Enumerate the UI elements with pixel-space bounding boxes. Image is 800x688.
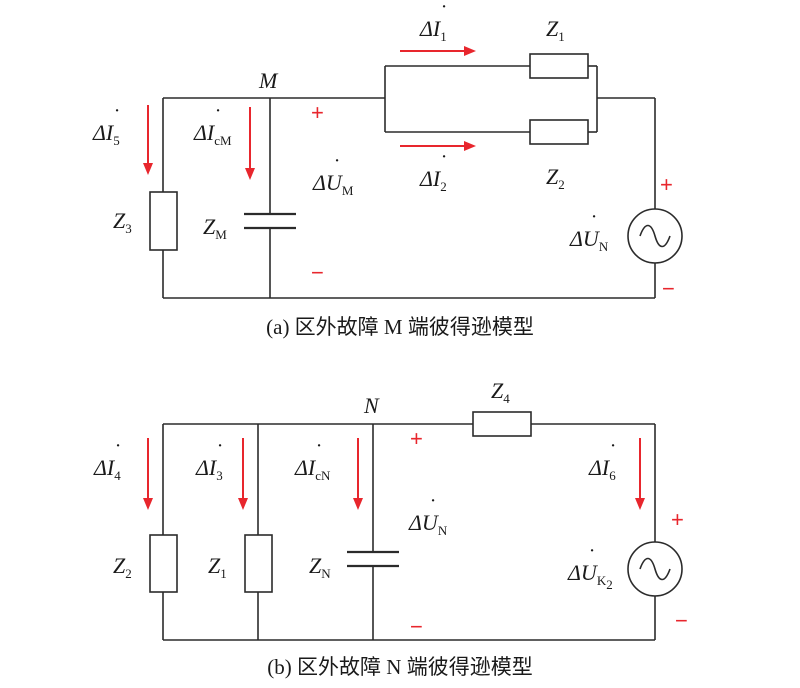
a-label-i2: ΔI2 xyxy=(419,166,447,194)
a-arrow-i5-head xyxy=(143,163,153,175)
diagram-a: + − + − M ΔI1 ˙ ΔI2 ˙ ΔI5 ˙ ΔIcM ˙ ΔUM ˙… xyxy=(92,0,683,339)
b-un-plus: + xyxy=(410,426,423,451)
a-label-i5-dot: ˙ xyxy=(112,104,119,129)
a-label-i5: ΔI5 xyxy=(92,120,120,148)
a-label-un-dot: ˙ xyxy=(589,210,596,235)
b-label-icn-dot: ˙ xyxy=(314,439,321,464)
b-label-uk2: ΔUK2 xyxy=(567,560,613,592)
a-label-icm-dot: ˙ xyxy=(213,104,220,129)
b-un-minus: − xyxy=(410,614,423,639)
a-caption: (a) 区外故障 M 端彼得逊模型 xyxy=(266,315,534,339)
a-un-plus: + xyxy=(660,172,673,197)
b-label-i4: ΔI4 xyxy=(93,455,121,483)
a-label-icm: ΔIcM xyxy=(193,120,232,148)
a-label-i2-dot: ˙ xyxy=(439,150,446,175)
a-um-minus: − xyxy=(311,260,324,285)
a-z3-resistor xyxy=(149,191,178,251)
b-label-uk2-dot: ˙ xyxy=(587,544,594,569)
b-node-label: N xyxy=(363,393,380,418)
a-um-plus: + xyxy=(311,100,324,125)
a-arrow-i1-head xyxy=(464,46,476,56)
b-source-sine-icon xyxy=(639,557,671,581)
b-arrow-icn-head xyxy=(353,498,363,510)
b-label-zn: ZN xyxy=(309,553,331,581)
a-label-z2: Z2 xyxy=(546,164,565,192)
a-arrow-i2-head xyxy=(464,141,476,151)
b-label-un: ΔUN xyxy=(408,510,448,538)
b-uk2-minus: − xyxy=(675,608,688,633)
b-z2-resistor xyxy=(149,534,178,593)
a-label-zm: ZM xyxy=(203,214,227,242)
a-node-label: M xyxy=(258,68,279,93)
a-label-um: ΔUM xyxy=(312,170,354,198)
b-label-i6: ΔI6 xyxy=(588,455,616,483)
b-label-z2: Z2 xyxy=(113,553,132,581)
a-label-un: ΔUN xyxy=(569,226,609,254)
a-un-minus: − xyxy=(662,276,675,301)
b-caption: (b) 区外故障 N 端彼得逊模型 xyxy=(267,655,532,679)
b-label-un-dot: ˙ xyxy=(428,494,435,519)
a-source-sine-icon xyxy=(639,224,671,248)
b-arrow-i4-head xyxy=(143,498,153,510)
a-label-z1: Z1 xyxy=(546,16,565,44)
b-z4-resistor xyxy=(472,411,532,437)
a-z2-resistor xyxy=(529,119,589,145)
a-label-i1-dot: ˙ xyxy=(439,0,446,25)
a-label-um-dot: ˙ xyxy=(332,154,339,179)
b-uk2-plus: + xyxy=(671,507,684,532)
b-label-icn: ΔIcN xyxy=(294,455,331,483)
b-label-z4: Z4 xyxy=(491,378,510,406)
b-label-i3-dot: ˙ xyxy=(215,439,222,464)
a-z1-resistor xyxy=(529,53,589,79)
diagram-b: + − + − N Z4 ΔI4 ˙ ΔI3 ˙ ΔIcN ˙ ΔI6 ˙ ΔU… xyxy=(93,378,688,679)
a-label-i1: ΔI1 xyxy=(419,16,447,44)
a-arrow-icm-head xyxy=(245,168,255,180)
b-arrow-i6-head xyxy=(635,498,645,510)
b-label-i4-dot: ˙ xyxy=(113,439,120,464)
b-label-i6-dot: ˙ xyxy=(608,439,615,464)
b-arrow-i3-head xyxy=(238,498,248,510)
b-z1-resistor xyxy=(244,534,273,593)
b-label-i3: ΔI3 xyxy=(195,455,223,483)
a-label-z3: Z3 xyxy=(113,208,132,236)
b-label-z1: Z1 xyxy=(208,553,227,581)
